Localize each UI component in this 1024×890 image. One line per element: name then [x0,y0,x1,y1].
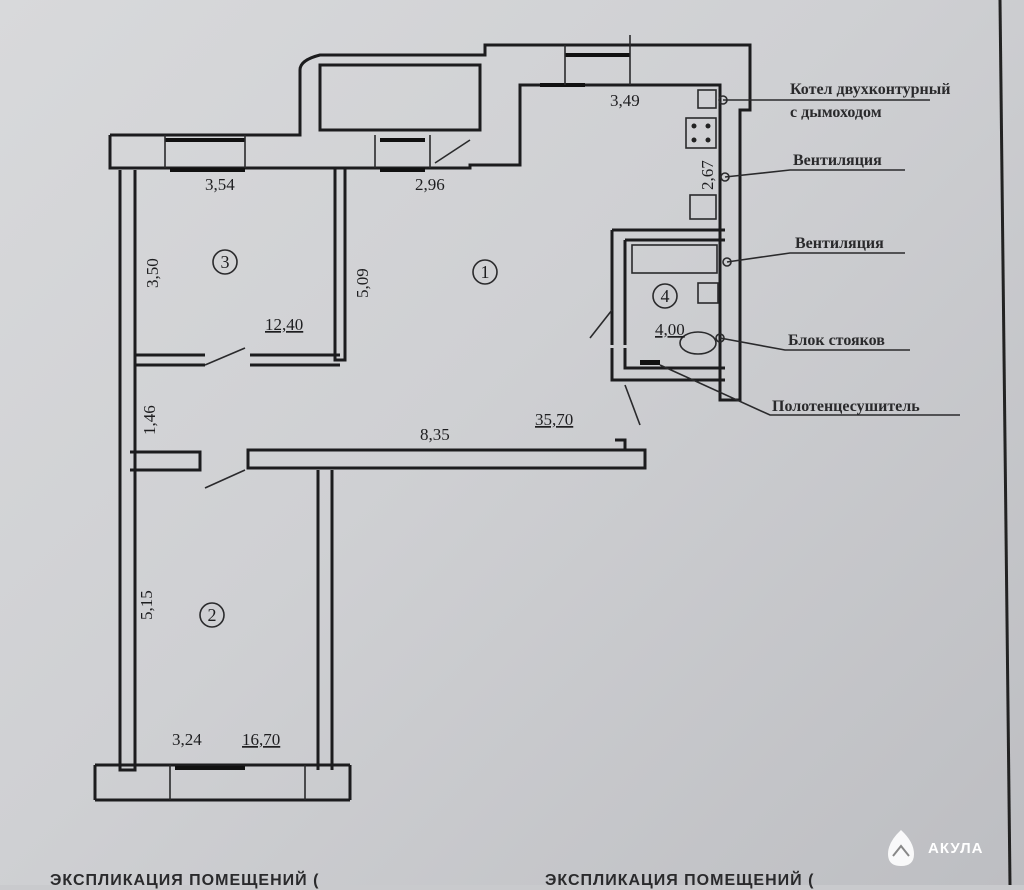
shark-icon [888,830,914,866]
room3-bottom-wall [135,353,340,367]
bathroom-wall-bottom [610,348,725,382]
window-kitchen [540,53,630,87]
dim-hall-top: 2,96 [415,175,445,194]
dim-room3-side: 3,50 [143,258,162,288]
room3-number-circle [212,249,238,275]
door-hall [434,139,471,164]
room3-number: 3 [221,252,230,272]
door-room3 [204,347,246,366]
leader-lines [659,99,960,416]
callout-ventilation1: Вентиляция [793,152,882,169]
dim-room1-side: 5,09 [353,268,372,298]
outer-wall-bottom [93,763,352,802]
area-room3: 12,40 [265,315,303,334]
room1-number: 1 [481,262,490,282]
room2-number: 2 [208,605,217,625]
watermark-text: АКУЛА [928,839,984,857]
leader-ventilation2 [726,252,905,263]
area-room2: 16,70 [242,730,280,749]
doors [204,139,641,489]
dim-corridor-length: 8,35 [420,425,450,444]
callout-ventilation2: Вентиляция [795,235,884,252]
dim-room2-side: 5,15 [137,590,156,620]
leader-ventilation1 [724,169,905,178]
watermark-logo: АКУЛА [884,828,983,868]
outer-wall-top [110,43,752,402]
dim-room2-bottom: 3,24 [172,730,202,749]
leader-towel [659,364,960,416]
fixtures [631,89,732,365]
explication-heading-right: ЭКСПЛИКАЦИЯ ПОМЕЩЕНИЙ ( [545,872,815,889]
door-room2 [204,469,246,489]
corridor-wall [130,448,647,472]
room3-right-wall [333,168,347,362]
sink-icon [689,194,717,220]
room4-number: 4 [661,286,670,306]
area-room1: 35,70 [535,410,573,429]
area-room4: 4,00 [655,320,685,339]
callout-towel-dryer: Полотенцесушитель [772,398,920,415]
boiler-icon [697,89,717,109]
window-room3 [165,138,245,172]
corridor-stub [615,438,627,450]
door-bathroom [589,309,613,339]
washbasin-icon [697,282,719,304]
room1-number-circle [472,259,498,285]
room4-number-circle [652,283,678,309]
callout-boiler-line1: Котел двухконтурный [790,81,950,98]
dim-corridor-side: 1,46 [140,405,159,435]
dim-kitchen-side: 2,67 [698,160,717,190]
dim-kitchen-top: 3,49 [610,91,640,110]
callout-boiler-line2: с дымоходом [790,104,882,121]
stove-icon [685,117,717,149]
explication-heading-left: ЭКСПЛИКАЦИЯ ПОМЕЩЕНИЙ ( [50,872,320,889]
bathroom-wall-top [610,228,725,345]
room2-right-wall [316,470,334,770]
door-towel [624,384,641,426]
dim-room3-top: 3,54 [205,175,235,194]
inner-wall-top [108,83,725,402]
niche-wall [318,63,482,132]
leader-riser [719,337,910,351]
window-hall [380,138,425,172]
towel-dryer-icon [640,360,660,365]
window-jambs [164,35,631,800]
paper-edge [998,0,1012,885]
walls [93,43,752,802]
callout-riser-block: Блок стояков [788,332,885,349]
toilet-icon [679,331,717,355]
bathtub-icon [631,244,718,274]
windows [164,35,631,800]
room2-number-circle [199,602,225,628]
